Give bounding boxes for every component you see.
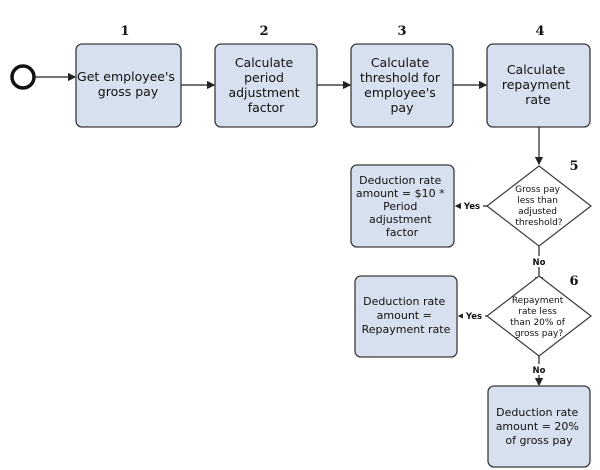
edge-label-no-2: No — [533, 366, 546, 376]
edge-label-no-1: No — [533, 258, 546, 268]
decision6-line-4: gross pay? — [515, 329, 564, 339]
decision6-line-2: rate less — [518, 307, 557, 317]
svg-text:Calculate period adjus: Calculate period adjustment factor — [228, 55, 303, 115]
result1-line-3: Period — [383, 200, 417, 213]
step4-line-3: rate — [525, 92, 551, 107]
svg-text:Deduction rate amount = $1: Deduction rate amount = $10 * Period adj… — [356, 174, 448, 239]
result1-line-2: amount = $10 * — [356, 187, 445, 200]
decision5-line-2: less than — [517, 196, 558, 206]
step3-line-4: pay — [391, 100, 415, 115]
result2-line-2: amount = — [377, 309, 432, 322]
edge-label-bg — [461, 200, 483, 211]
edge-label-bg — [529, 256, 549, 267]
result-deduction-20-percent — [487, 385, 591, 468]
result1-line-1: Deduction rate — [359, 174, 441, 187]
result3-line-1: Deduction rate — [496, 406, 578, 419]
step-number-3: 3 — [397, 24, 406, 39]
svg-text:Repayment rate less th: Repayment rate less than 20% of gross pa… — [510, 296, 568, 339]
step2-line-1: Calculate — [235, 55, 294, 70]
result3-line-3: of gross pay — [505, 434, 573, 447]
svg-text:Calculate threshold for: Calculate threshold for employee's pay — [360, 55, 444, 115]
decision5-line-1: Gross pay — [515, 185, 560, 195]
edge-label-bg — [463, 310, 485, 321]
result-deduction-repayment — [354, 275, 458, 358]
decision5-line-3: adjusted — [518, 207, 557, 217]
step3-line-2: threshold for — [360, 70, 441, 85]
edge-label-bg — [529, 364, 549, 375]
decision-gross-pay-threshold — [486, 165, 592, 247]
start-event — [10, 64, 36, 90]
result2-line-3: Repayment rate — [362, 323, 451, 336]
step2-line-2: period — [244, 70, 284, 85]
step1-line-2: gross pay — [98, 84, 159, 99]
result1-line-5: factor — [386, 226, 419, 239]
step3-line-3: employee's — [364, 85, 436, 100]
step-number-2: 2 — [259, 24, 268, 39]
svg-text:Calculate repayment ra: Calculate repayment rate — [502, 62, 574, 107]
svg-text:Gross pay less than ad: Gross pay less than adjusted threshold? — [515, 185, 563, 228]
svg-text:Deduction rate amount =: Deduction rate amount = Repayment rate — [362, 295, 451, 336]
step1-line-1: Get employee's — [77, 69, 175, 84]
result3-line-2: amount = 20% — [496, 420, 579, 433]
result2-line-1: Deduction rate — [363, 295, 445, 308]
svg-text:Get employee's gross pay: Get employee's gross pay — [77, 69, 179, 99]
result-deduction-adjustment — [350, 164, 455, 248]
svg-text:Deduction rate amount = 20: Deduction rate amount = 20% of gross pay — [496, 406, 583, 447]
result1-line-4: adjustment — [369, 213, 432, 226]
decision6-line-3: than 20% of — [510, 318, 566, 328]
decision5-line-4: threshold? — [515, 218, 562, 228]
step-number-1: 1 — [120, 24, 129, 39]
step2-line-4: factor — [248, 100, 285, 115]
step3-line-1: Calculate — [371, 55, 430, 70]
step2-line-3: adjustment — [228, 85, 299, 100]
step-number-4: 4 — [535, 24, 544, 39]
edge-label-yes-2: Yes — [465, 312, 482, 322]
step4-line-2: repayment — [502, 77, 570, 92]
edge-label-yes-1: Yes — [463, 202, 480, 212]
decision-number-5: 5 — [569, 159, 578, 174]
decision6-line-1: Repayment — [512, 296, 564, 306]
step4-line-1: Calculate — [507, 62, 566, 77]
decision-number-6: 6 — [569, 274, 578, 289]
